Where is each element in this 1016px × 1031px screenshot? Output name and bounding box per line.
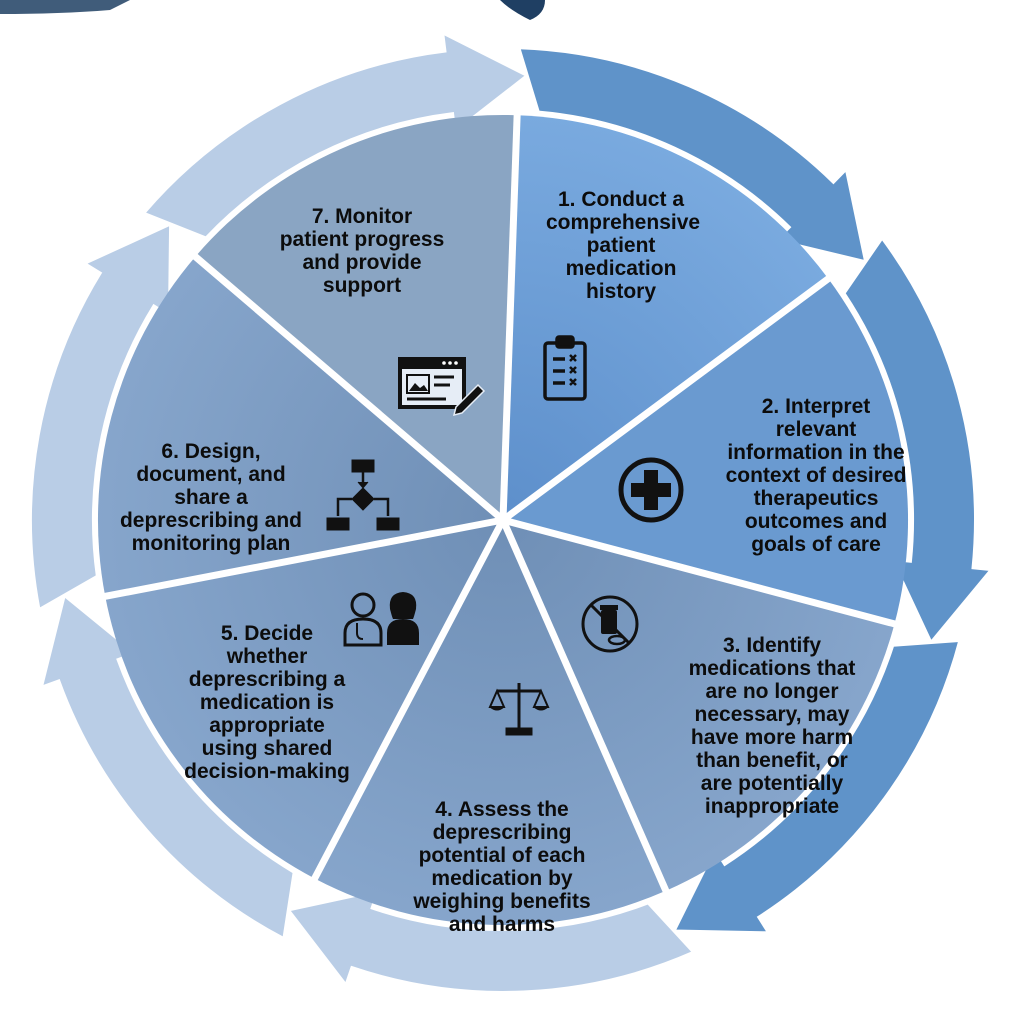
segment-divider xyxy=(191,252,506,523)
segment-divider xyxy=(499,518,670,895)
medical-cross-icon xyxy=(618,457,684,523)
segment-divider xyxy=(502,516,898,628)
cycle-segment-1 xyxy=(503,115,829,520)
cycle-segment-3 xyxy=(503,520,895,891)
segment-divider xyxy=(102,516,504,601)
segment-dividers xyxy=(102,113,898,895)
balance-scale-icon xyxy=(488,683,550,736)
segment-divider xyxy=(310,518,507,882)
corner-shape-left xyxy=(0,0,130,14)
cycle-segment-6 xyxy=(97,256,503,597)
cycle-arrow-7 xyxy=(142,31,529,239)
cycle-segment-4 xyxy=(314,520,666,925)
flowchart-icon xyxy=(326,459,400,531)
cycle-arrow-4 xyxy=(287,889,695,993)
cycle-arrow-1 xyxy=(518,47,867,263)
cycle-arrows xyxy=(29,31,993,993)
cycle-arrow-5 xyxy=(40,594,295,940)
cycle-arrow-2 xyxy=(843,237,993,644)
cycle-segment-2 xyxy=(503,278,909,624)
segment-divider xyxy=(500,274,832,523)
cycle-arrow-3 xyxy=(673,639,961,934)
clipboard-checklist-icon xyxy=(543,335,587,401)
cycle-arrow-6 xyxy=(29,223,172,611)
clinician-patient-icon xyxy=(343,592,419,647)
segment-divider xyxy=(499,113,521,521)
cycle-segment-7 xyxy=(195,114,518,520)
corner-shape-right xyxy=(500,0,545,20)
no-medication-icon xyxy=(581,595,639,653)
document-edit-icon xyxy=(398,357,486,417)
